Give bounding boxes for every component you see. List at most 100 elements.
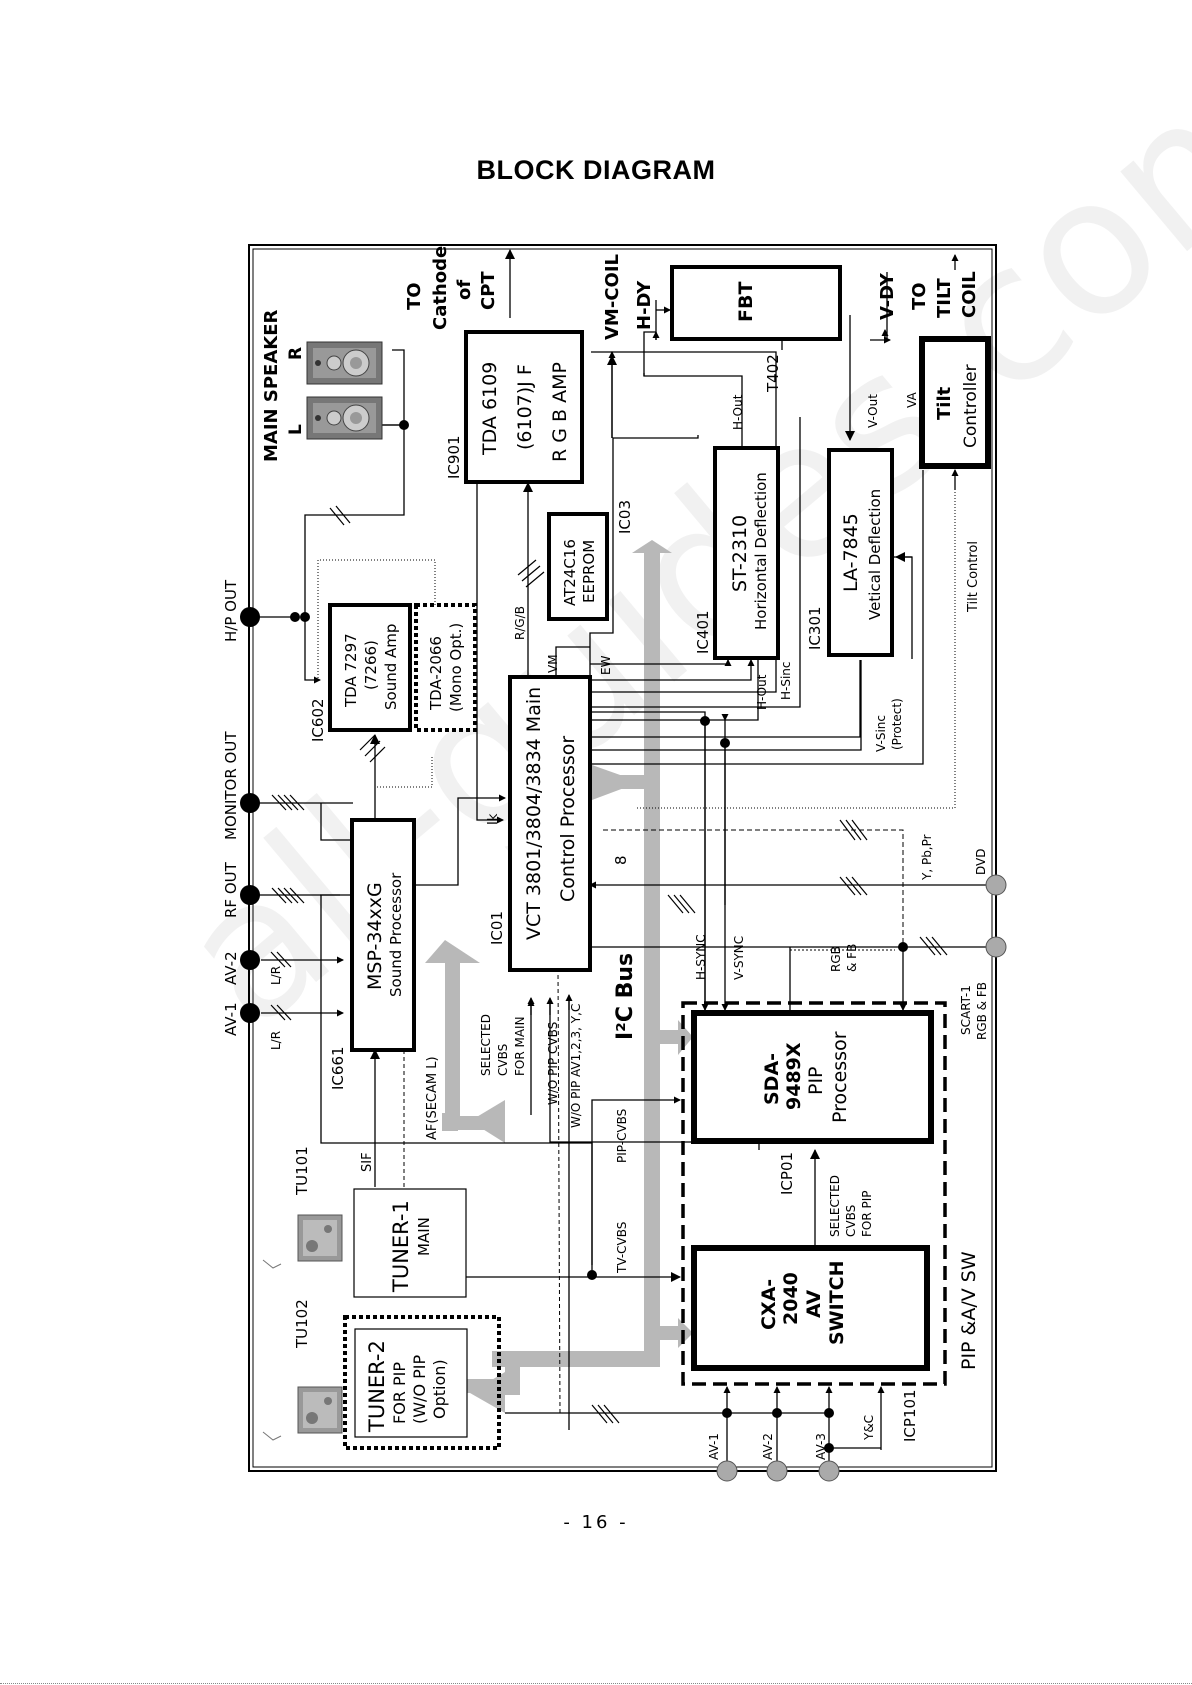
tuner-2-block xyxy=(354,1328,468,1438)
speaker-r-icon xyxy=(306,341,383,385)
speaker-l-icon xyxy=(306,396,383,440)
label-rgb: R/G/B xyxy=(513,606,527,640)
fbt-line1: FBT xyxy=(735,282,757,322)
av1-jack xyxy=(240,1003,260,1023)
tuner-1-icon xyxy=(262,1214,343,1269)
label-to-tilt-1: TO xyxy=(909,282,930,310)
pip-group-label: PIP &A/V SW xyxy=(958,1251,980,1370)
tda6109-ref: IC901 xyxy=(445,435,463,479)
tuner-1-block xyxy=(353,1188,467,1298)
eeprom-block xyxy=(547,512,609,621)
label-v-sync: V-SYNC xyxy=(732,936,746,980)
fbt-block xyxy=(670,265,842,341)
label-selected-cvbs-main-3: FOR MAIN xyxy=(513,1016,527,1076)
tilt-line1: Tilt xyxy=(934,386,955,420)
label-h-sinc: H-Sinc xyxy=(779,661,793,700)
tuner-1-line1: MAIN xyxy=(415,1217,433,1256)
tuner-2-ref: TU102 xyxy=(293,1299,311,1349)
label-h-sync: H-SYNC xyxy=(694,934,708,980)
label-hp-out: H/P OUT xyxy=(222,579,240,642)
label-speaker-r: R xyxy=(286,347,306,360)
label-ew: EW xyxy=(599,655,613,675)
av-in-1-jack xyxy=(716,1460,738,1482)
label-speaker-l: L xyxy=(286,424,306,435)
label-dvd: DVD xyxy=(974,849,988,875)
tilt-block xyxy=(919,336,991,469)
cxa-line2: 2040 xyxy=(780,1272,802,1325)
cxa-line1: CXA- xyxy=(758,1279,780,1330)
sda-block xyxy=(691,1010,934,1144)
sda-line4: Processor xyxy=(829,1031,851,1123)
msp-block xyxy=(350,818,416,1052)
label-wo-pip-av: W/O PIP AV1,2,3, Y,C xyxy=(569,1004,583,1128)
label-h-dy: H-DY xyxy=(634,280,655,330)
label-ik: Ik xyxy=(486,813,501,825)
st2310-block xyxy=(713,446,780,660)
label-av-in-1: AV-1 xyxy=(707,1433,721,1460)
label-sel-cvbs-pip-3: FOR PIP xyxy=(860,1190,874,1237)
page-title: BLOCK DIAGRAM xyxy=(476,155,716,185)
tuner-1-title: TUNER-1 xyxy=(389,1200,413,1293)
av2-jack xyxy=(240,950,260,970)
label-h-out-b: H-Out xyxy=(731,394,745,430)
label-to-tilt-2: TILT xyxy=(934,278,955,318)
label-af-secam: AF(SECAM L) xyxy=(425,1056,440,1140)
label-yc: Y&C xyxy=(862,1415,876,1441)
label-wo-pip-cvbs: W/O PIP CVBS xyxy=(546,1022,560,1105)
label-to-cathode-4: CPT xyxy=(478,271,499,310)
av-in-2-jack xyxy=(766,1460,788,1482)
label-h-out-a: H-Out xyxy=(755,674,769,710)
tda2066-line1: TDA-2066 xyxy=(427,636,445,711)
label-to-cathode-1: TO xyxy=(404,282,425,310)
sda-line2: 9489X xyxy=(783,1042,805,1110)
tda6109-line3: R G B AMP xyxy=(549,362,571,462)
label-sel-cvbs-pip-1: SELECTED xyxy=(828,1175,842,1237)
label-va: VA xyxy=(905,392,919,408)
msp-line1: MSP-34xxG xyxy=(364,882,386,990)
bottom-rule xyxy=(0,1683,1192,1684)
scart-jack xyxy=(985,936,1007,958)
eeprom-line1: AT24C16 xyxy=(561,539,579,606)
st2310-ref: IC401 xyxy=(694,610,712,654)
tda7297-ref: IC602 xyxy=(309,698,327,742)
st2310-line2: Horizontal Deflection xyxy=(752,472,770,630)
tda2066-block xyxy=(414,603,477,732)
sda-ref: ICP01 xyxy=(778,1152,796,1195)
label-v-dy: V-DY xyxy=(877,272,898,320)
fbt-ref: T402 xyxy=(764,354,782,393)
msp-line2: Sound Processor xyxy=(387,872,405,997)
tuner-2-icon xyxy=(262,1386,343,1441)
label-lr-a: L/R xyxy=(269,966,283,985)
hp-out-jack xyxy=(240,607,260,627)
eeprom-ref: IC03 xyxy=(616,500,634,534)
rf-out-jack xyxy=(240,885,260,905)
tda6109-line1: TDA 6109 xyxy=(479,362,501,456)
label-v-sinc-1: V-Sinc xyxy=(874,715,888,752)
tda7297-line1: TDA 7297 xyxy=(342,633,360,708)
tuner-2-title: TUNER-2 xyxy=(365,1340,389,1433)
label-y-pbpr: Y, Pb,Pr xyxy=(920,834,934,881)
la7845-line2: Vetical Deflection xyxy=(866,489,884,620)
label-pip-cvbs: PIP-CVBS xyxy=(615,1109,629,1163)
bus-slashes xyxy=(270,505,948,1424)
label-av2: AV-2 xyxy=(222,951,240,985)
label-main-speaker: MAIN SPEAKER xyxy=(261,310,282,462)
tuner-2-option-box xyxy=(343,1315,501,1450)
label-vm-coil: VM-COIL xyxy=(602,254,623,340)
tuner-2-line1: FOR PIP xyxy=(390,1362,409,1424)
outer-frame-inner xyxy=(252,248,993,1468)
la7845-block xyxy=(827,448,894,657)
cxa-line4: SWITCH xyxy=(826,1260,848,1345)
label-v-sinc-2: (Protect) xyxy=(890,698,904,750)
vct-ref: IC01 xyxy=(488,911,506,945)
label-to-cathode-2: Cathode xyxy=(430,246,451,330)
dvd-jack xyxy=(985,874,1007,896)
i2c-bus xyxy=(425,540,693,1413)
label-vm: VM xyxy=(546,654,560,673)
label-av-in-3: AV-3 xyxy=(814,1433,828,1460)
terminals xyxy=(240,607,1007,1482)
label-selected-cvbs-main-1: SELECTED xyxy=(479,1014,493,1076)
cxa-ref: ICP101 xyxy=(901,1389,919,1442)
cxa-block xyxy=(691,1245,930,1371)
